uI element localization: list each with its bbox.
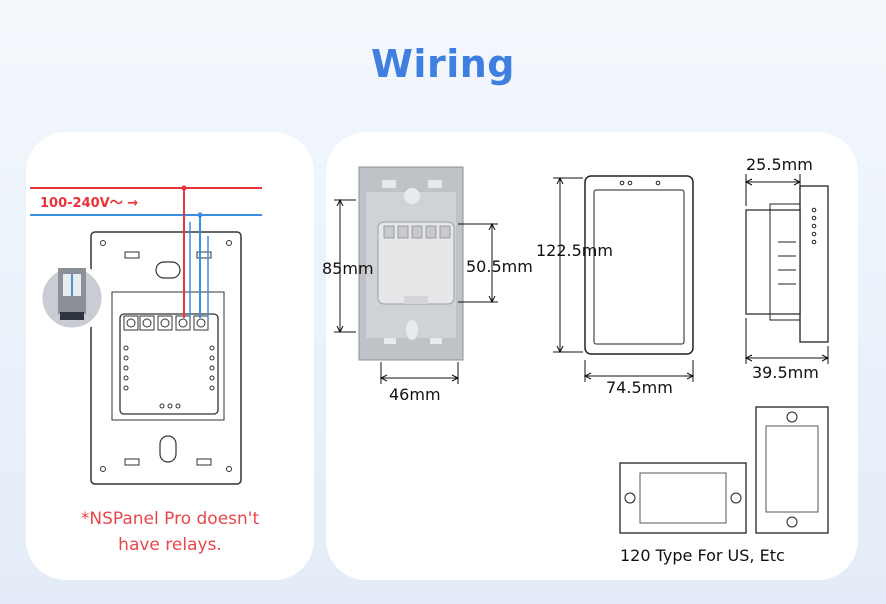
voltage-label: 100-240V～ → xyxy=(40,196,139,211)
dim-panel-width: 74.5mm xyxy=(606,378,673,397)
relay-note-line-2: have relays. xyxy=(118,535,222,555)
dim-total-depth: 39.5mm xyxy=(752,363,819,382)
wall-boxes-diagram xyxy=(619,406,829,534)
wiring-diagram xyxy=(30,185,262,485)
panel-side xyxy=(799,185,829,343)
dim-box-height: 50.5mm xyxy=(466,257,533,276)
dim-height-with-box: 85mm xyxy=(322,259,374,278)
relay-note-line-1: *NSPanel Pro doesn't xyxy=(80,509,260,529)
page-title: Wiring xyxy=(371,42,515,86)
dim-panel-height: 122.5mm xyxy=(536,241,613,260)
wall-box-horizontal xyxy=(619,462,747,534)
panel-side-diagram xyxy=(744,174,830,364)
relay-note: *NSPanel Pro doesn't have relays. xyxy=(26,506,314,558)
dim-top-depth: 25.5mm xyxy=(746,155,813,174)
dim-box-width: 46mm xyxy=(389,385,441,404)
plate-opening xyxy=(111,291,225,421)
panel-front-diagram xyxy=(553,175,695,382)
box-type-caption: 120 Type For US, Etc xyxy=(620,546,785,565)
panel-module xyxy=(119,313,219,415)
front-view-diagram xyxy=(334,166,498,384)
